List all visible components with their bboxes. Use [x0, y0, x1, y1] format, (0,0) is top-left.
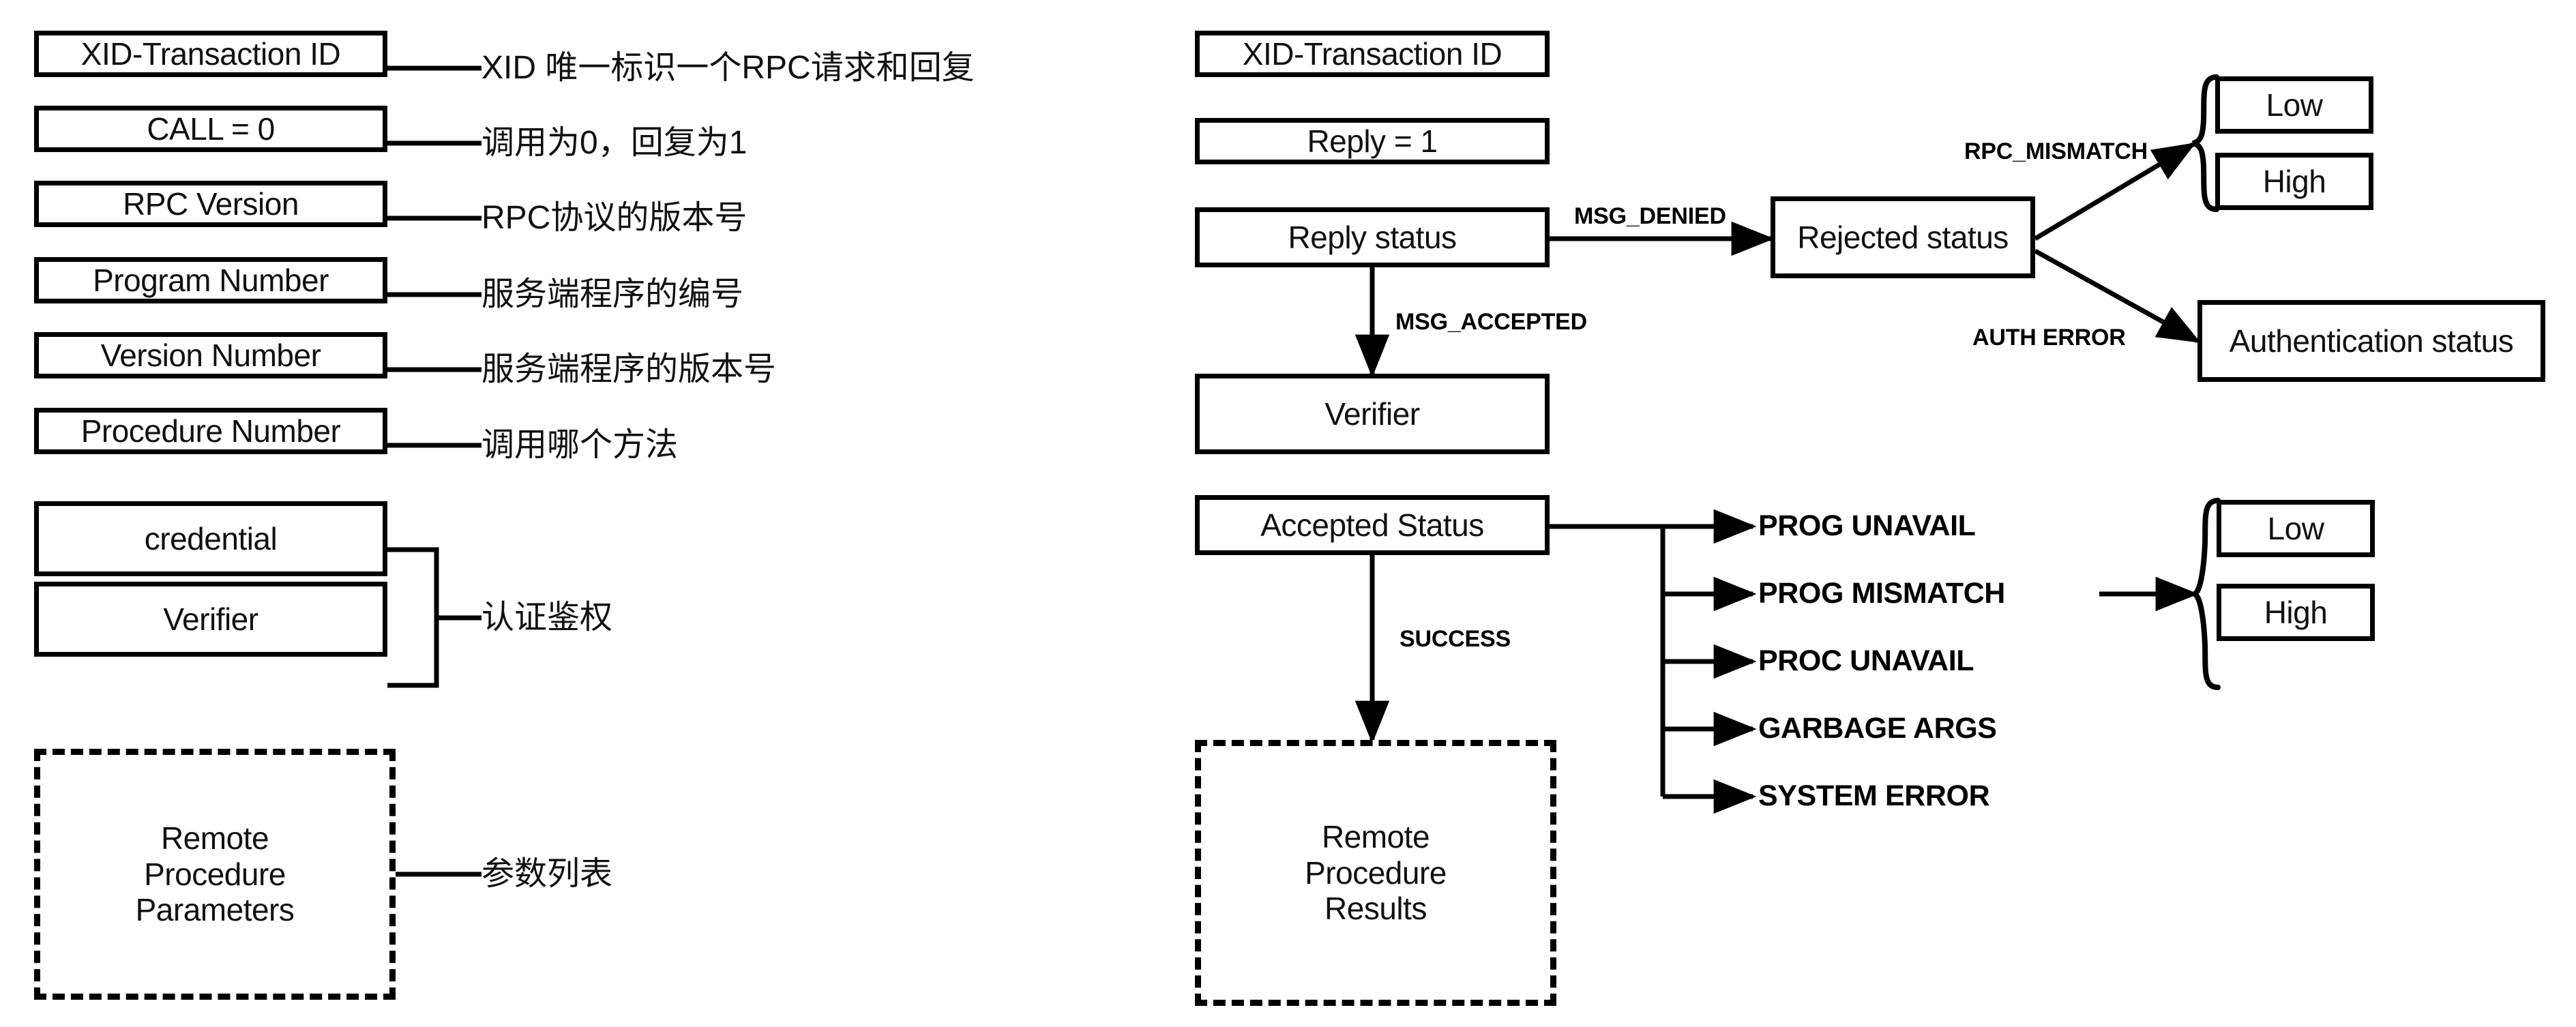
call-field-label: Procedure Number [80, 413, 341, 449]
note-xid: XID 唯一标识一个RPC请求和回复 [482, 50, 975, 86]
note-auth-group: 认证鉴权 [482, 599, 613, 636]
call-field-box-version-number: Version Number [34, 332, 387, 378]
accepted-error-system-error: SYSTEM ERROR [1758, 779, 1990, 812]
results-line-2: Procedure [1305, 854, 1447, 891]
version-range-label: High [2264, 594, 2328, 630]
call-field-label: credential [144, 520, 278, 556]
reply-node-label: Reply status [1288, 219, 1457, 255]
reply-node-label: XID-Transaction ID [1242, 35, 1502, 72]
version-range-box-high-mid: High [2217, 584, 2375, 641]
reply-node-label: Rejected status [1797, 219, 2009, 255]
reply-node-verifier: Verifier [1195, 374, 1550, 454]
reply-node-authentication-status: Authentication status [2197, 300, 2545, 382]
note-version-number: 服务端程序的版本号 [482, 351, 777, 387]
edge-label-rpc-mismatch: RPC_MISMATCH [1964, 138, 2148, 164]
accepted-error-proc-unavail: PROC UNAVAIL [1758, 644, 1974, 677]
results-line-1: Remote [1321, 818, 1430, 854]
call-field-label: Version Number [100, 337, 321, 373]
accepted-error-prog-unavail: PROG UNAVAIL [1758, 509, 1976, 542]
call-field-label: Verifier [163, 601, 258, 637]
call-field-box-xid: XID-Transaction ID [34, 31, 387, 77]
reply-node-label: Verifier [1324, 396, 1420, 432]
call-field-label: CALL = 0 [147, 110, 275, 147]
call-field-box-credential: credential [34, 501, 387, 576]
note-rpc-version: RPC协议的版本号 [482, 200, 747, 236]
call-field-label: Program Number [93, 262, 329, 298]
reply-node-label: Authentication status [2229, 323, 2514, 359]
edge-label-msg-accepted: MSG_ACCEPTED [1395, 309, 1587, 335]
edge-label-msg-denied: MSG_DENIED [1574, 203, 1726, 229]
reply-node-reply-status: Reply status [1195, 207, 1550, 267]
edge-label-auth-error: AUTH ERROR [1972, 325, 2126, 351]
call-field-box-call: CALL = 0 [34, 106, 387, 152]
reply-node-xid: XID-Transaction ID [1195, 31, 1550, 77]
version-range-box-high-top: High [2215, 153, 2373, 210]
call-field-label: XID-Transaction ID [80, 35, 341, 72]
version-range-label: Low [2266, 87, 2323, 123]
reply-node-rejected-status: Rejected status [1771, 196, 2035, 278]
reply-node-reply: Reply = 1 [1195, 118, 1550, 164]
call-field-box-remote-procedure-parameters: Remote Procedure Parameters [34, 749, 396, 1000]
params-line-3: Parameters [135, 892, 295, 928]
accepted-error-garbage-args: GARBAGE ARGS [1758, 712, 1997, 745]
call-field-box-rpc-version: RPC Version [34, 181, 387, 227]
params-line-2: Procedure [144, 856, 286, 892]
reply-node-remote-procedure-results: Remote Procedure Results [1195, 740, 1556, 1006]
note-call: 调用为0，回复为1 [482, 125, 747, 161]
call-field-box-program-number: Program Number [34, 257, 387, 303]
params-line-1: Remote [160, 820, 269, 856]
results-line-3: Results [1324, 891, 1427, 927]
note-procedure-number: 调用哪个方法 [482, 427, 679, 463]
note-program-number: 服务端程序的编号 [482, 276, 744, 312]
reply-node-label: Accepted Status [1260, 507, 1484, 543]
version-range-label: High [2262, 163, 2326, 199]
accepted-error-prog-mismatch: PROG MISMATCH [1758, 577, 2005, 610]
reply-node-label: Reply = 1 [1307, 123, 1438, 159]
call-field-box-procedure-number: Procedure Number [34, 408, 387, 454]
call-field-box-verifier: Verifier [34, 582, 387, 657]
version-range-box-low-mid: Low [2217, 500, 2375, 557]
reply-node-accepted-status: Accepted Status [1195, 495, 1550, 555]
call-field-label: RPC Version [123, 185, 299, 222]
version-range-label: Low [2267, 510, 2324, 546]
note-params: 参数列表 [482, 856, 613, 892]
version-range-box-low-top: Low [2215, 76, 2373, 134]
edge-label-success: SUCCESS [1400, 626, 1511, 652]
